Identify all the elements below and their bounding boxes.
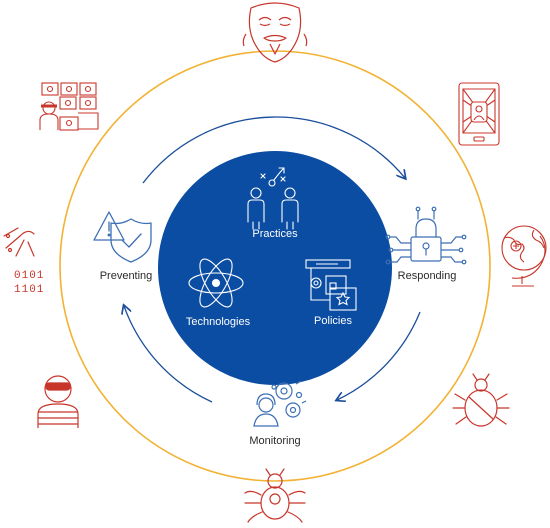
policies-label: Policies — [314, 315, 352, 327]
responding-label: Responding — [397, 270, 457, 282]
practices-icon — [247, 167, 299, 230]
warning-shield-icon — [93, 211, 152, 263]
practices-label: Practices — [252, 228, 298, 240]
monitoring-operator-icon — [253, 380, 307, 427]
monitoring-label: Monitoring — [249, 435, 301, 447]
circuit-lock-icon — [385, 206, 467, 265]
atom-icon — [188, 258, 244, 308]
mask-icon — [242, 2, 308, 63]
outer-ring — [59, 50, 491, 482]
hacker-desk-icon — [39, 82, 99, 131]
locked-phone-icon — [458, 82, 500, 146]
policies-document-icon — [305, 259, 357, 311]
technologies-label: Technologies — [185, 316, 251, 328]
binary-digits-row-1: 0101 — [14, 270, 44, 282]
bug-icon — [452, 373, 510, 427]
arrow-monitoring-to-preventing — [124, 306, 213, 403]
core-circle — [158, 151, 392, 385]
binary-digits-row-2: 1101 — [14, 284, 44, 296]
spider-bug-icon — [244, 468, 306, 523]
thief-icon — [37, 375, 79, 428]
preventing-label: Preventing — [99, 270, 153, 282]
arrow-preventing-to-responding — [142, 116, 405, 184]
binary-code-icon — [3, 227, 35, 257]
arrow-responding-to-monitoring — [337, 311, 421, 400]
infected-globe-icon — [501, 225, 547, 287]
